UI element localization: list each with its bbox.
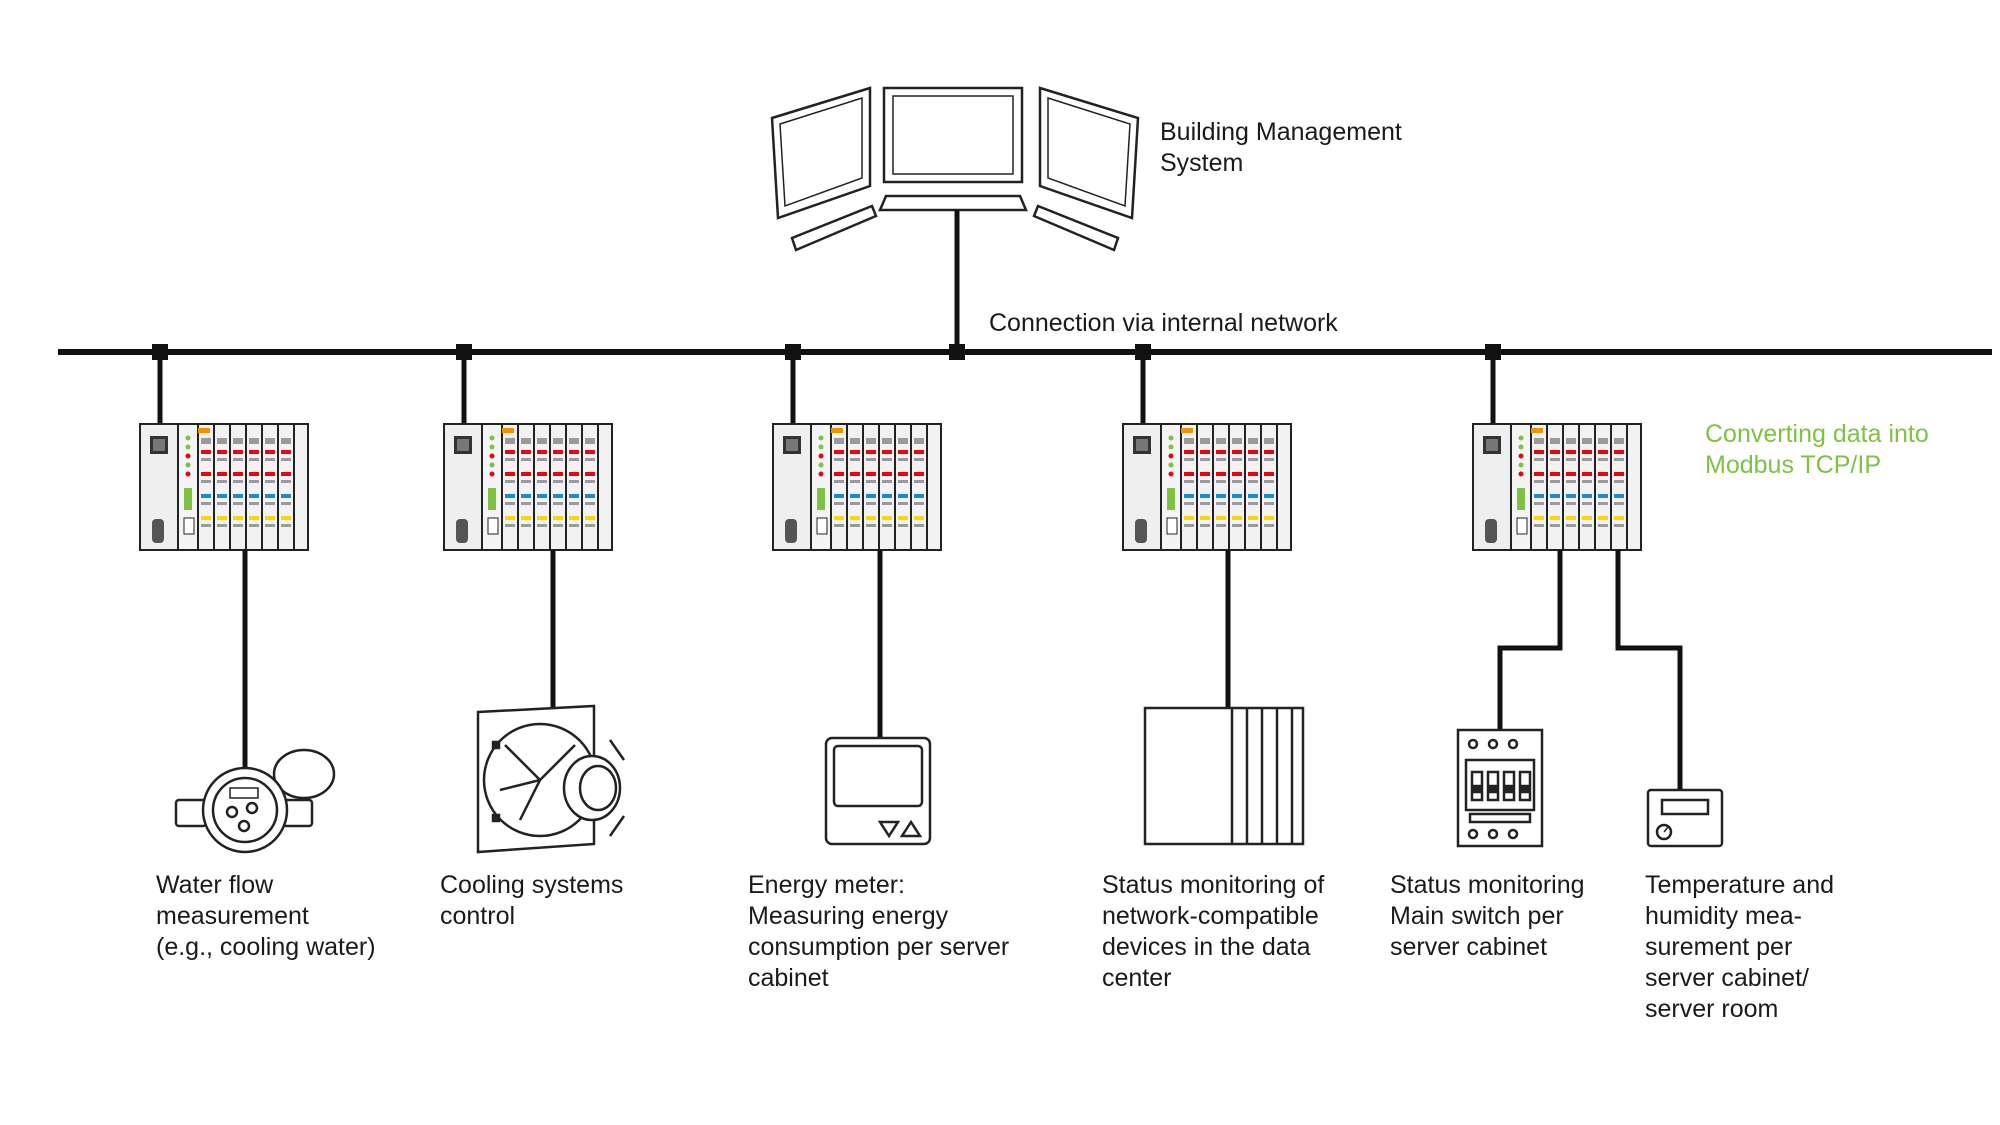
- thermostat-icon: [1646, 788, 1724, 848]
- protocol-label: Converting data into Modbus TCP/IP: [1705, 420, 1929, 479]
- device-label-water-flow: Water flow measurement (e.g., cooling wa…: [156, 871, 376, 961]
- plc-controller-icon: [773, 424, 941, 550]
- energy-meter-icon: [824, 736, 932, 846]
- device-label-main-switch: Status monitoring Main switch per server…: [1390, 871, 1585, 961]
- plc-controller-icon: [1473, 424, 1641, 550]
- main-switch-icon: [1456, 728, 1544, 848]
- server-cabinet-icon: [1143, 706, 1305, 846]
- plc-controller-icon: [444, 424, 612, 550]
- device-label-network-devices: Status monitoring of network-compatible …: [1102, 871, 1325, 992]
- device-label-energy-meter: Energy meter: Measuring energy consumpti…: [748, 871, 1010, 992]
- device-label-cooling: Cooling systems control: [440, 871, 624, 930]
- network-label: Connection via internal network: [989, 309, 1338, 337]
- monitors-icon: [770, 86, 1140, 252]
- plc-controller-icon: [140, 424, 308, 550]
- plc-controller-icon: [1123, 424, 1291, 550]
- water-meter-icon: [174, 748, 336, 854]
- device-label-temp-humidity: Temperature and humidity mea- surement p…: [1645, 871, 1835, 1023]
- bms-label: Building Management System: [1160, 118, 1402, 177]
- fan-icon: [476, 704, 626, 854]
